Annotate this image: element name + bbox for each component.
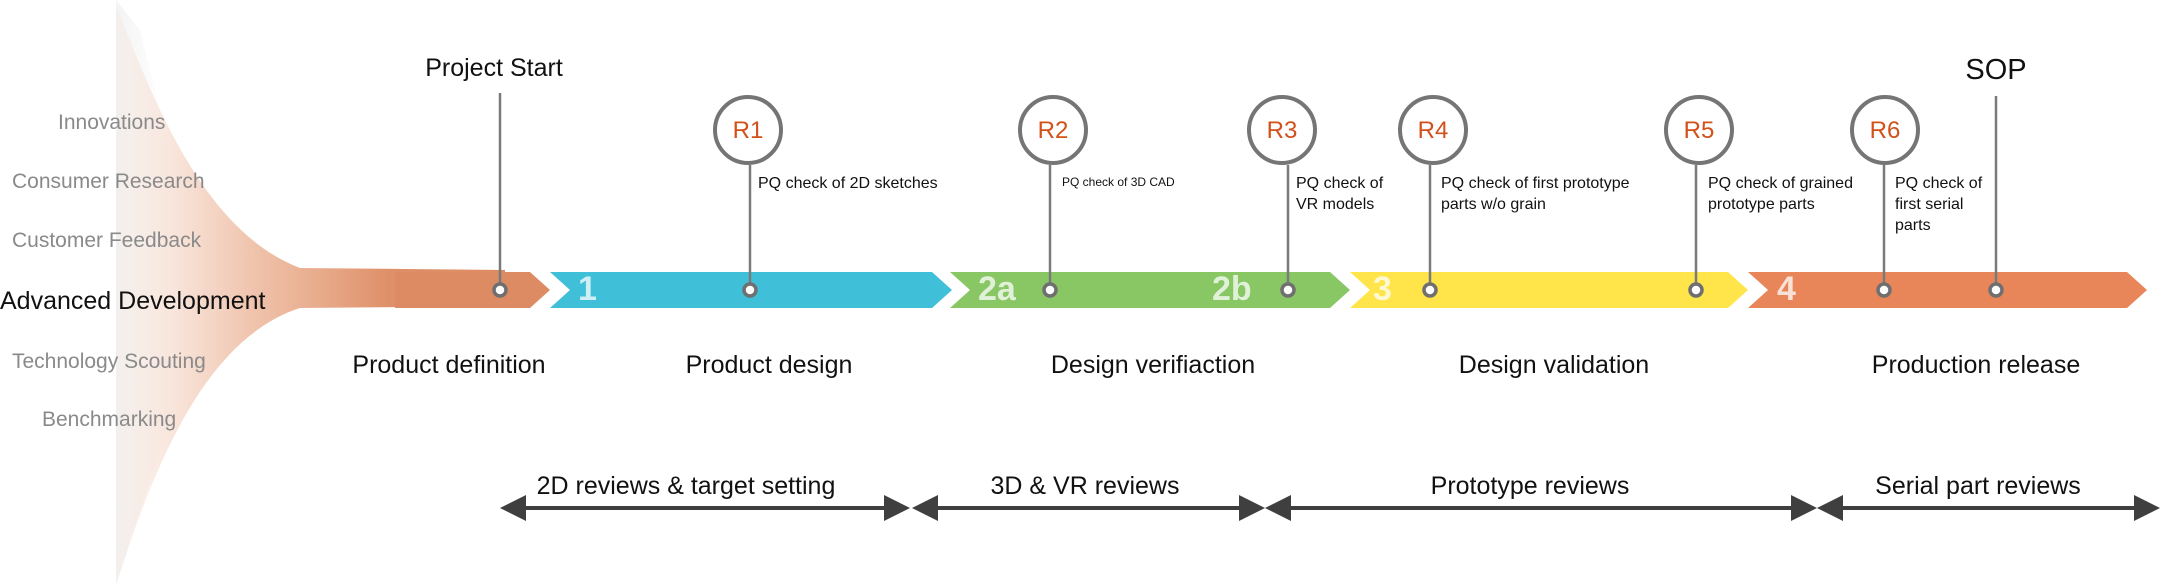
gate-r6-circle	[1850, 95, 1920, 165]
milestone-sop: SOP	[1965, 54, 2027, 86]
dot-sop	[1988, 282, 2004, 298]
review-arrow-serial-left-head	[1817, 495, 1843, 521]
input-benchmarking: Benchmarking	[42, 408, 177, 431]
phase-number-1: 1	[578, 270, 597, 308]
review-arrow-3d-right-head	[1239, 495, 1265, 521]
gate-r2-label: R2	[1037, 117, 1069, 144]
funnel-shape	[116, 6, 505, 585]
input-technology-scouting: Technology Scouting	[12, 350, 206, 373]
gate-r3-circle	[1247, 95, 1317, 165]
gate-r3-label: R3	[1266, 117, 1298, 144]
input-consumer-research: Consumer Research	[12, 170, 205, 193]
phase-label-design-verification: Design verifiaction	[1050, 351, 1256, 379]
review-label-serial: Serial part reviews	[1875, 472, 2081, 500]
bar-segment-release	[1748, 272, 2147, 308]
gate-r4-circle	[1398, 95, 1468, 165]
phase-label-production-release: Production release	[1871, 351, 2081, 379]
gate-r3-note: PQ check of VR models	[1296, 175, 1384, 213]
review-arrow-prototype-left-head	[1265, 495, 1291, 521]
gate-r1-label: R1	[732, 117, 764, 144]
dot-r6	[1876, 282, 1892, 298]
gate-r5-label: R5	[1683, 117, 1715, 144]
input-customer-feedback: Customer Feedback	[12, 229, 202, 252]
gate-r4-label: R4	[1417, 117, 1449, 144]
bar-segment-definition	[395, 272, 550, 308]
review-arrows	[500, 495, 2160, 521]
gate-r5-note: PQ check of grained prototype parts	[1708, 175, 1853, 213]
bar-segment-validation	[1350, 272, 1748, 308]
gate-r6-note: PQ check of first serial parts	[1895, 175, 1983, 234]
phase-label-product-design: Product design	[685, 351, 853, 379]
review-arrow-serial-right-head	[2134, 495, 2160, 521]
gate-r5-circle	[1664, 95, 1734, 165]
bar-dots	[492, 282, 2004, 298]
phase-label-product-definition: Product definition	[352, 351, 546, 379]
gate-r1-circle	[713, 95, 783, 165]
review-label-3d: 3D & VR reviews	[990, 472, 1180, 500]
gate-r4-note: PQ check of first prototype parts w/o gr…	[1441, 175, 1630, 213]
phase-number-3: 3	[1373, 270, 1392, 308]
gate-r2-note: PQ check of 3D CAD	[1062, 175, 1175, 189]
gate-r2-circle	[1018, 95, 1088, 165]
dot-r2	[1042, 282, 1058, 298]
review-arrow-3d-left-head	[912, 495, 938, 521]
review-arrow-prototype-right-head	[1791, 495, 1817, 521]
dot-r3	[1280, 282, 1296, 298]
review-label-2d: 2D reviews & target setting	[536, 472, 836, 500]
dot-project-start	[492, 282, 508, 298]
phase-number-2a: 2a	[978, 270, 1016, 308]
review-arrow-2d-left-head	[500, 495, 526, 521]
dot-r1	[742, 282, 758, 298]
input-advanced-development: Advanced Development	[0, 287, 266, 315]
review-arrow-2d-right-head	[884, 495, 910, 521]
dot-r4	[1422, 282, 1438, 298]
dot-r5	[1688, 282, 1704, 298]
milestone-project-start: Project Start	[425, 54, 563, 82]
gate-r6-label: R6	[1869, 117, 1901, 144]
review-label-prototype: Prototype reviews	[1430, 472, 1630, 500]
phase-label-design-validation: Design validation	[1458, 351, 1650, 379]
phase-number-4: 4	[1777, 270, 1796, 308]
gate-r1-note: PQ check of 2D sketches	[758, 175, 938, 192]
phase-number-2b: 2b	[1212, 270, 1252, 308]
input-innovations: Innovations	[58, 111, 166, 134]
